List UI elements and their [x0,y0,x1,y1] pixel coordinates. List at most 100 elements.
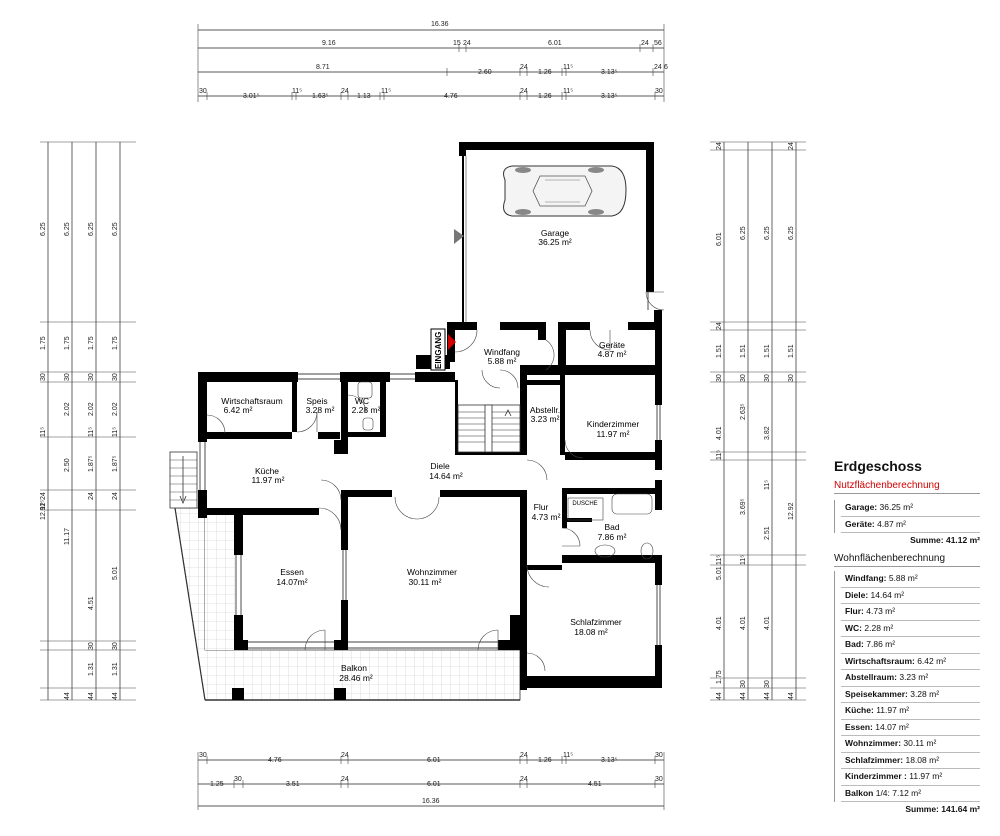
outdoor-stairs [169,451,198,509]
svg-text:6.01: 6.01 [427,781,441,788]
svg-text:6.01: 6.01 [548,40,562,47]
svg-text:3.69⁵: 3.69⁵ [740,498,747,515]
svg-text:6: 6 [664,64,668,71]
wohnflaeche-sum: Summe: 141.64 m² [905,804,980,814]
svg-text:30: 30 [764,374,771,382]
svg-text:11⁵: 11⁵ [716,450,723,460]
svg-text:11⁵: 11⁵ [740,555,747,565]
room-geraete-name: Geräte [599,340,625,350]
room-wirtschaftsraum-area: 6.42 m² [224,405,253,415]
svg-text:1.75: 1.75 [112,336,119,350]
nutzflaeche-heading: Nutzflächenberechnung [834,480,980,494]
room-wirtschaftsraum-name: Wirtschaftsraum [221,396,282,406]
room-geraete-area: 4.87 m² [598,349,627,359]
room-flur-area: 4.73 m² [532,512,561,522]
list-item: Essen: 14.07 m² [841,720,980,736]
svg-text:11⁵: 11⁵ [112,427,119,437]
svg-text:6.25: 6.25 [40,222,47,236]
svg-text:30: 30 [112,373,119,381]
dim-top-total: 16.36 [431,21,449,28]
svg-text:24: 24 [88,492,95,500]
doors [206,156,665,672]
svg-text:1.26: 1.26 [538,93,552,100]
svg-text:11.17: 11.17 [64,528,71,545]
svg-text:24: 24 [641,40,649,47]
room-diele-name: Diele [430,461,450,471]
wohnflaeche-heading: Wohnflächenberechnung [834,553,980,567]
svg-text:11⁵: 11⁵ [88,427,95,437]
svg-text:30: 30 [112,642,119,650]
svg-text:1.31: 1.31 [88,662,95,676]
svg-text:4.01: 4.01 [716,426,723,440]
room-bad-name: Bad [604,522,619,532]
list-item: Wirtschaftsraum: 6.42 m² [841,654,980,670]
windows [199,292,661,649]
list-item: Kinderzimmer : 11.97 m² [841,769,980,786]
bottom-dimensions: 30 4.76 24 6.01 24 1.26 11⁵ 3.13⁵ 30 1.2… [197,752,665,810]
svg-text:44: 44 [764,692,771,700]
svg-text:2.63⁵: 2.63⁵ [740,403,747,420]
svg-text:4.01: 4.01 [740,616,747,630]
svg-text:11⁵: 11⁵ [563,752,573,759]
svg-text:15: 15 [453,40,461,47]
left-dimensions: 6.25 1.75 30 11⁵ 11⁵ 24 12.92 6.25 1.75 … [40,141,136,701]
svg-text:1.31: 1.31 [112,662,119,676]
svg-text:24: 24 [341,776,349,783]
svg-text:4.51: 4.51 [588,781,602,788]
room-essen-name: Essen [280,567,304,577]
svg-text:3.01⁵: 3.01⁵ [243,93,260,100]
indoor-staircase [457,404,521,453]
svg-text:4.76: 4.76 [268,757,282,764]
svg-text:1.75: 1.75 [88,336,95,350]
svg-text:44: 44 [64,692,71,700]
svg-text:44: 44 [716,692,723,700]
right-dimensions: 24 6.01 24 1.51 30 4.01 11⁵ 5.01 11⁵ 4.0… [710,141,806,701]
svg-text:30: 30 [40,373,47,381]
svg-text:30: 30 [655,752,663,759]
svg-text:3.51: 3.51 [286,781,300,788]
svg-text:1.87⁵: 1.87⁵ [112,455,119,472]
list-item: Balkon 1/4: 7.12 m² [841,786,980,802]
svg-text:11⁵: 11⁵ [40,500,47,510]
svg-text:44: 44 [112,692,119,700]
room-abstellr-area: 3.23 m² [531,414,560,424]
room-kinderzimmer-area: 11.97 m² [597,429,630,439]
svg-text:24: 24 [520,752,528,759]
room-balkon-name: Balkon [341,663,367,673]
room-windfang-name: Windfang [484,347,520,357]
svg-text:44: 44 [788,692,795,700]
svg-text:24: 24 [654,64,662,71]
list-item: Speisekammer: 3.28 m² [841,687,980,703]
room-essen-area: 14.07m² [276,577,307,587]
svg-text:2.50: 2.50 [64,458,71,472]
garage-door-marker [454,229,464,244]
svg-text:24: 24 [341,752,349,759]
room-labels: Garage 36.25 m² Geräte 4.87 m² Windfang … [221,228,639,683]
svg-text:1.51: 1.51 [716,344,723,358]
room-schlafzimmer-name: Schlafzimmer [570,617,622,627]
svg-text:6.25: 6.25 [64,222,71,236]
svg-text:2.02: 2.02 [88,402,95,416]
room-flur-name: Flur [534,502,549,512]
svg-text:4.01: 4.01 [716,616,723,630]
dim-bottom-total: 16.36 [422,798,440,805]
svg-text:11⁵: 11⁵ [563,88,573,95]
svg-text:8.71: 8.71 [316,64,330,71]
room-kueche-name: Küche [255,466,279,476]
svg-text:24: 24 [716,322,723,330]
svg-text:3.13⁵: 3.13⁵ [601,757,618,764]
svg-text:3.13⁵: 3.13⁵ [601,93,618,100]
room-speis-area: 3.28 m² [306,405,335,415]
list-item: Windfang: 5.88 m² [841,571,980,588]
svg-text:30: 30 [64,373,71,381]
room-bad-area: 7.86 m² [598,532,627,542]
svg-text:1.51: 1.51 [788,344,795,358]
svg-text:1.25: 1.25 [210,781,224,788]
svg-text:11⁵: 11⁵ [563,64,573,71]
svg-text:30: 30 [655,776,663,783]
svg-text:1.26: 1.26 [538,757,552,764]
svg-text:6.25: 6.25 [764,226,771,240]
svg-text:24: 24 [520,88,528,95]
svg-text:1.75: 1.75 [716,670,723,684]
svg-text:1.63⁵: 1.63⁵ [312,93,329,100]
